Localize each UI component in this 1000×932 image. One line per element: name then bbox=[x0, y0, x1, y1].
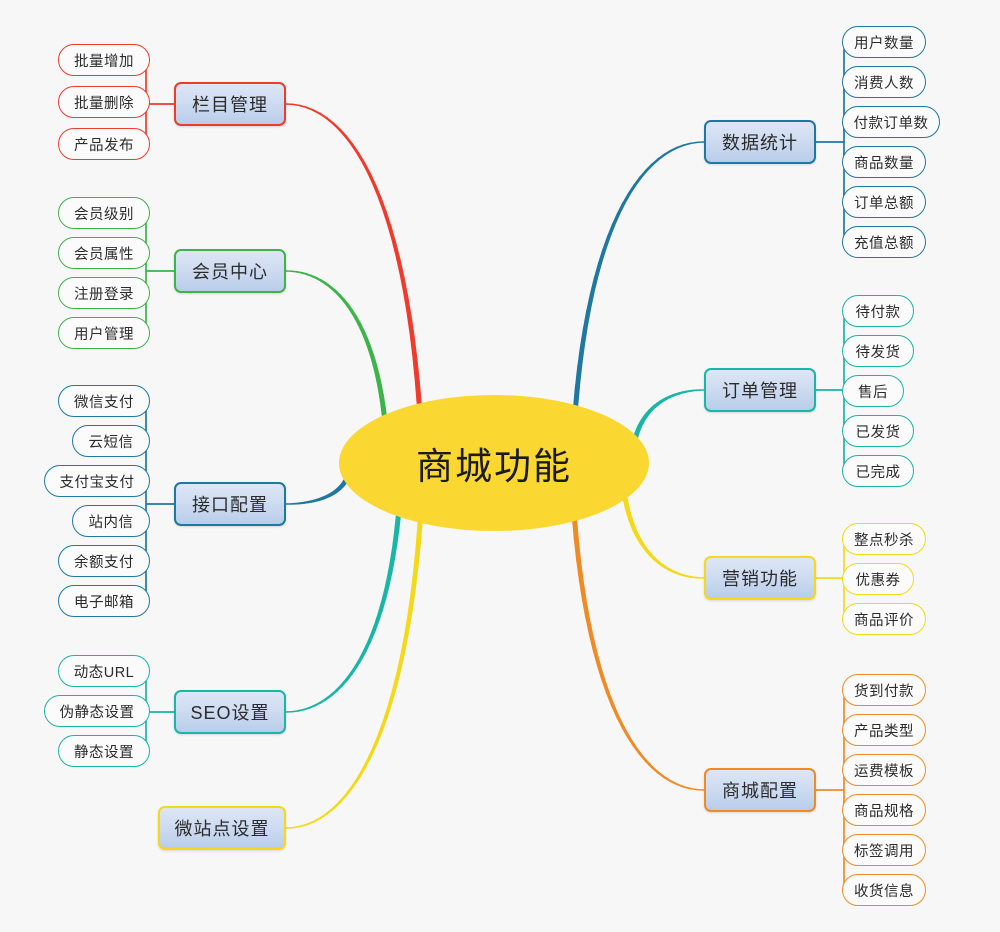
leaf-node-label: 待发货 bbox=[855, 344, 901, 361]
leaf-node-label: 批量增加 bbox=[74, 53, 134, 70]
branch-node-mall-config[interactable]: 商城配置 bbox=[704, 768, 816, 812]
leaf-node-label: 会员级别 bbox=[74, 206, 134, 223]
leaf-node-label: 电子邮箱 bbox=[74, 594, 134, 611]
leaf-node-label: 商品规格 bbox=[854, 803, 914, 820]
leaf-node-label: 优惠券 bbox=[855, 572, 901, 589]
leaf-node[interactable]: 会员级别 bbox=[58, 197, 150, 229]
leaf-node-label: 用户数量 bbox=[854, 35, 914, 52]
leaf-node[interactable]: 已完成 bbox=[842, 455, 914, 487]
leaf-node[interactable]: 付款订单数 bbox=[842, 106, 940, 138]
leaf-node[interactable]: 微信支付 bbox=[58, 385, 150, 417]
branch-node-label: 接口配置 bbox=[192, 495, 268, 515]
branch-node-label: 商城配置 bbox=[722, 781, 798, 801]
leaf-node-label: 静态设置 bbox=[74, 744, 134, 761]
root-node-label: 商城功能 bbox=[416, 446, 572, 487]
leaf-node-label: 伪静态设置 bbox=[59, 704, 135, 721]
leaf-node[interactable]: 商品数量 bbox=[842, 146, 926, 178]
leaf-node[interactable]: 用户数量 bbox=[842, 26, 926, 58]
branch-node-label: 会员中心 bbox=[192, 262, 268, 282]
leaf-node[interactable]: 货到付款 bbox=[842, 674, 926, 706]
leaf-node-label: 用户管理 bbox=[74, 326, 134, 343]
leaf-node[interactable]: 批量删除 bbox=[58, 86, 150, 118]
leaf-node-label: 付款订单数 bbox=[853, 115, 929, 132]
branch-node-member-center[interactable]: 会员中心 bbox=[174, 249, 286, 293]
leaf-node[interactable]: 批量增加 bbox=[58, 44, 150, 76]
leaf-node[interactable]: 支付宝支付 bbox=[44, 465, 150, 497]
leaf-node-label: 产品类型 bbox=[854, 723, 914, 740]
leaf-node-label: 云短信 bbox=[88, 434, 134, 451]
leaf-node-label: 注册登录 bbox=[74, 286, 134, 303]
branch-node-marketing-functions[interactable]: 营销功能 bbox=[704, 556, 816, 600]
branch-node-column-management[interactable]: 栏目管理 bbox=[174, 82, 286, 126]
branch-node-label: 数据统计 bbox=[722, 133, 798, 153]
leaf-node[interactable]: 用户管理 bbox=[58, 317, 150, 349]
leaf-node[interactable]: 商品规格 bbox=[842, 794, 926, 826]
branch-node-order-management[interactable]: 订单管理 bbox=[704, 368, 816, 412]
leaf-node[interactable]: 产品发布 bbox=[58, 128, 150, 160]
leaf-node[interactable]: 静态设置 bbox=[58, 735, 150, 767]
leaf-node-label: 货到付款 bbox=[854, 683, 914, 700]
leaf-node-label: 运费模板 bbox=[854, 763, 914, 780]
leaf-node[interactable]: 会员属性 bbox=[58, 237, 150, 269]
leaf-node-label: 会员属性 bbox=[74, 246, 134, 263]
branch-node-label: SEO设置 bbox=[190, 703, 270, 723]
leaf-node-label: 站内信 bbox=[88, 514, 134, 531]
leaf-node-label: 已完成 bbox=[855, 464, 901, 481]
leaf-node[interactable]: 售后 bbox=[842, 375, 904, 407]
leaf-node[interactable]: 待付款 bbox=[842, 295, 914, 327]
leaf-node[interactable]: 伪静态设置 bbox=[44, 695, 150, 727]
leaf-node-label: 标签调用 bbox=[854, 843, 914, 860]
leaf-node[interactable]: 订单总额 bbox=[842, 186, 926, 218]
leaf-node-label: 收货信息 bbox=[854, 883, 914, 900]
branch-node-label: 营销功能 bbox=[722, 569, 798, 589]
leaf-node-label: 支付宝支付 bbox=[59, 474, 135, 491]
leaf-node-label: 商品数量 bbox=[854, 155, 914, 172]
branch-node-seo-settings[interactable]: SEO设置 bbox=[174, 690, 286, 734]
leaf-node[interactable]: 云短信 bbox=[72, 425, 150, 457]
root-node[interactable]: 商城功能 bbox=[339, 395, 649, 531]
leaf-node-label: 商品评价 bbox=[854, 612, 914, 629]
branch-node-label: 微站点设置 bbox=[174, 819, 270, 839]
branch-node-data-statistics[interactable]: 数据统计 bbox=[704, 120, 816, 164]
leaf-node[interactable]: 消费人数 bbox=[842, 66, 926, 98]
leaf-node-label: 售后 bbox=[858, 384, 888, 401]
leaf-node[interactable]: 已发货 bbox=[842, 415, 914, 447]
leaf-node-label: 待付款 bbox=[855, 304, 901, 321]
leaf-node[interactable]: 产品类型 bbox=[842, 714, 926, 746]
leaf-node-label: 订单总额 bbox=[854, 195, 914, 212]
leaf-node-label: 微信支付 bbox=[74, 394, 134, 411]
leaf-node[interactable]: 电子邮箱 bbox=[58, 585, 150, 617]
branch-node-label: 栏目管理 bbox=[192, 95, 268, 115]
leaf-node[interactable]: 充值总额 bbox=[842, 226, 926, 258]
leaf-node[interactable]: 整点秒杀 bbox=[842, 523, 926, 555]
leaf-node-label: 整点秒杀 bbox=[854, 532, 914, 549]
branch-node-micro-site-settings[interactable]: 微站点设置 bbox=[158, 806, 286, 850]
leaf-node[interactable]: 优惠券 bbox=[842, 563, 914, 595]
leaf-node[interactable]: 注册登录 bbox=[58, 277, 150, 309]
leaf-node-label: 充值总额 bbox=[854, 235, 914, 252]
leaf-node-label: 已发货 bbox=[855, 424, 901, 441]
branch-node-interface-config[interactable]: 接口配置 bbox=[174, 482, 286, 526]
leaf-node[interactable]: 运费模板 bbox=[842, 754, 926, 786]
leaf-node[interactable]: 站内信 bbox=[72, 505, 150, 537]
leaf-node-label: 消费人数 bbox=[854, 75, 914, 92]
leaf-node-label: 批量删除 bbox=[74, 95, 134, 112]
leaf-node[interactable]: 余额支付 bbox=[58, 545, 150, 577]
leaf-node[interactable]: 待发货 bbox=[842, 335, 914, 367]
leaf-node-label: 产品发布 bbox=[74, 137, 134, 154]
leaf-node[interactable]: 商品评价 bbox=[842, 603, 926, 635]
leaf-node[interactable]: 动态URL bbox=[58, 655, 150, 687]
leaf-node-label: 动态URL bbox=[73, 664, 135, 681]
leaf-node[interactable]: 标签调用 bbox=[842, 834, 926, 866]
branch-node-label: 订单管理 bbox=[722, 381, 798, 401]
leaf-node-label: 余额支付 bbox=[74, 554, 134, 571]
leaf-node[interactable]: 收货信息 bbox=[842, 874, 926, 906]
